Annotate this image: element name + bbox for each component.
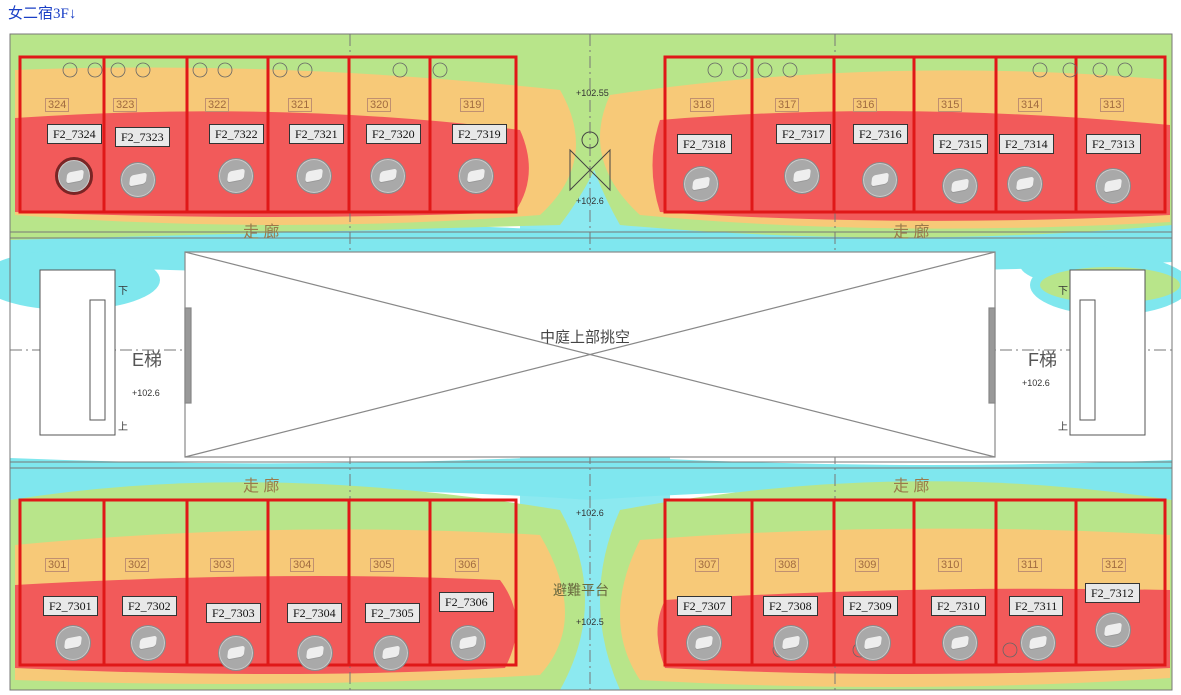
access-point-label[interactable]: F2_7303 bbox=[206, 603, 261, 623]
access-point-label[interactable]: F2_7308 bbox=[763, 596, 818, 616]
access-point-icon[interactable] bbox=[55, 157, 93, 195]
access-point-label[interactable]: F2_7301 bbox=[43, 596, 98, 616]
access-point-icon[interactable] bbox=[458, 158, 494, 194]
room-number: 319 bbox=[460, 98, 485, 112]
access-point-icon[interactable] bbox=[370, 158, 406, 194]
access-point-icon[interactable] bbox=[120, 162, 156, 198]
stairs-f bbox=[1069, 269, 1146, 436]
elevation-marker: +102.6 bbox=[132, 388, 160, 398]
room-number: 318 bbox=[690, 98, 715, 112]
access-point-icon[interactable] bbox=[773, 625, 809, 661]
access-point-label[interactable]: F2_7316 bbox=[853, 124, 908, 144]
stair-e-label: E梯 bbox=[132, 350, 163, 370]
access-point-icon[interactable] bbox=[784, 158, 820, 194]
access-point-icon[interactable] bbox=[855, 625, 891, 661]
room-number: 315 bbox=[938, 98, 963, 112]
room-number: 312 bbox=[1102, 558, 1127, 572]
access-point-icon[interactable] bbox=[218, 635, 254, 671]
room-number: 323 bbox=[113, 98, 138, 112]
access-point-icon[interactable] bbox=[450, 625, 486, 661]
access-point-icon[interactable] bbox=[373, 635, 409, 671]
stair-down-label: 下 bbox=[118, 286, 128, 297]
elevation-marker: +102.6 bbox=[576, 196, 604, 206]
room-number: 303 bbox=[210, 558, 235, 572]
access-point-label[interactable]: F2_7310 bbox=[931, 596, 986, 616]
access-point-label[interactable]: F2_7318 bbox=[677, 134, 732, 154]
access-point-label[interactable]: F2_7315 bbox=[933, 134, 988, 154]
access-point-label[interactable]: F2_7314 bbox=[999, 134, 1054, 154]
access-point-label[interactable]: F2_7320 bbox=[366, 124, 421, 144]
access-point-label[interactable]: F2_7313 bbox=[1086, 134, 1141, 154]
stair-f-label: F梯 bbox=[1028, 350, 1057, 370]
room-number: 320 bbox=[367, 98, 392, 112]
access-point-label[interactable]: F2_7321 bbox=[289, 124, 344, 144]
access-point-icon[interactable] bbox=[130, 625, 166, 661]
room-number: 316 bbox=[853, 98, 878, 112]
room-number: 310 bbox=[938, 558, 963, 572]
center-door-symbol bbox=[569, 131, 611, 192]
room-number: 311 bbox=[1018, 558, 1042, 572]
access-point-label[interactable]: F2_7305 bbox=[365, 603, 420, 623]
access-point-icon[interactable] bbox=[942, 625, 978, 661]
room-number: 307 bbox=[695, 558, 720, 572]
access-point-label[interactable]: F2_7317 bbox=[776, 124, 831, 144]
access-point-label[interactable]: F2_7319 bbox=[452, 124, 507, 144]
stair-down-label: 下 bbox=[1058, 286, 1068, 297]
access-point-icon[interactable] bbox=[1007, 166, 1043, 202]
room-number: 305 bbox=[370, 558, 395, 572]
room-number: 314 bbox=[1018, 98, 1043, 112]
corridor-label-top-left: 走 廊 bbox=[243, 224, 280, 241]
corridor-label-top-right: 走 廊 bbox=[893, 224, 930, 241]
room-number: 317 bbox=[775, 98, 800, 112]
access-point-icon[interactable] bbox=[1095, 168, 1131, 204]
access-point-icon[interactable] bbox=[942, 168, 978, 204]
access-point-icon[interactable] bbox=[297, 635, 333, 671]
access-point-label[interactable]: F2_7306 bbox=[439, 592, 494, 612]
access-point-icon[interactable] bbox=[218, 158, 254, 194]
room-number: 322 bbox=[205, 98, 230, 112]
access-point-icon[interactable] bbox=[1020, 625, 1056, 661]
elevation-marker: +102.55 bbox=[576, 88, 609, 98]
access-point-label[interactable]: F2_7302 bbox=[122, 596, 177, 616]
access-point-label[interactable]: F2_7312 bbox=[1085, 583, 1140, 603]
access-point-icon[interactable] bbox=[296, 158, 332, 194]
elevation-marker: +102.6 bbox=[576, 508, 604, 518]
atrium-void bbox=[184, 251, 996, 458]
stairs-e bbox=[39, 269, 116, 436]
access-point-label[interactable]: F2_7322 bbox=[209, 124, 264, 144]
corridor-label-bottom-left: 走 廊 bbox=[243, 478, 280, 495]
access-point-label[interactable]: F2_7309 bbox=[843, 596, 898, 616]
access-point-label[interactable]: F2_7304 bbox=[287, 603, 342, 623]
room-number: 309 bbox=[855, 558, 880, 572]
access-point-icon[interactable] bbox=[686, 625, 722, 661]
corridor-label-bottom-right: 走 廊 bbox=[893, 478, 930, 495]
room-number: 313 bbox=[1100, 98, 1125, 112]
stair-up-label: 上 bbox=[118, 422, 128, 433]
elevation-marker: +102.5 bbox=[576, 617, 604, 627]
room-number: 304 bbox=[290, 558, 315, 572]
access-point-icon[interactable] bbox=[1095, 612, 1131, 648]
elevation-marker: +102.6 bbox=[1022, 378, 1050, 388]
room-number: 308 bbox=[775, 558, 800, 572]
access-point-icon[interactable] bbox=[862, 162, 898, 198]
room-number: 321 bbox=[288, 98, 313, 112]
access-point-label[interactable]: F2_7307 bbox=[677, 596, 732, 616]
room-number: 302 bbox=[125, 558, 150, 572]
room-boundaries bbox=[18, 55, 1167, 667]
room-number: 306 bbox=[455, 558, 480, 572]
access-point-label[interactable]: F2_7311 bbox=[1009, 596, 1064, 616]
refuge-platform-label: 避難平台 bbox=[553, 582, 609, 598]
room-number: 324 bbox=[45, 98, 70, 112]
atrium-label: 中庭上部挑空 bbox=[540, 329, 631, 346]
stair-up-label: 上 bbox=[1058, 422, 1068, 433]
floor-title: 女二宿3F↓ bbox=[8, 6, 77, 22]
access-point-label[interactable]: F2_7323 bbox=[115, 127, 170, 147]
access-point-label[interactable]: F2_7324 bbox=[47, 124, 102, 144]
room-number: 301 bbox=[45, 558, 70, 572]
access-point-icon[interactable] bbox=[55, 625, 91, 661]
access-point-icon[interactable] bbox=[683, 166, 719, 202]
